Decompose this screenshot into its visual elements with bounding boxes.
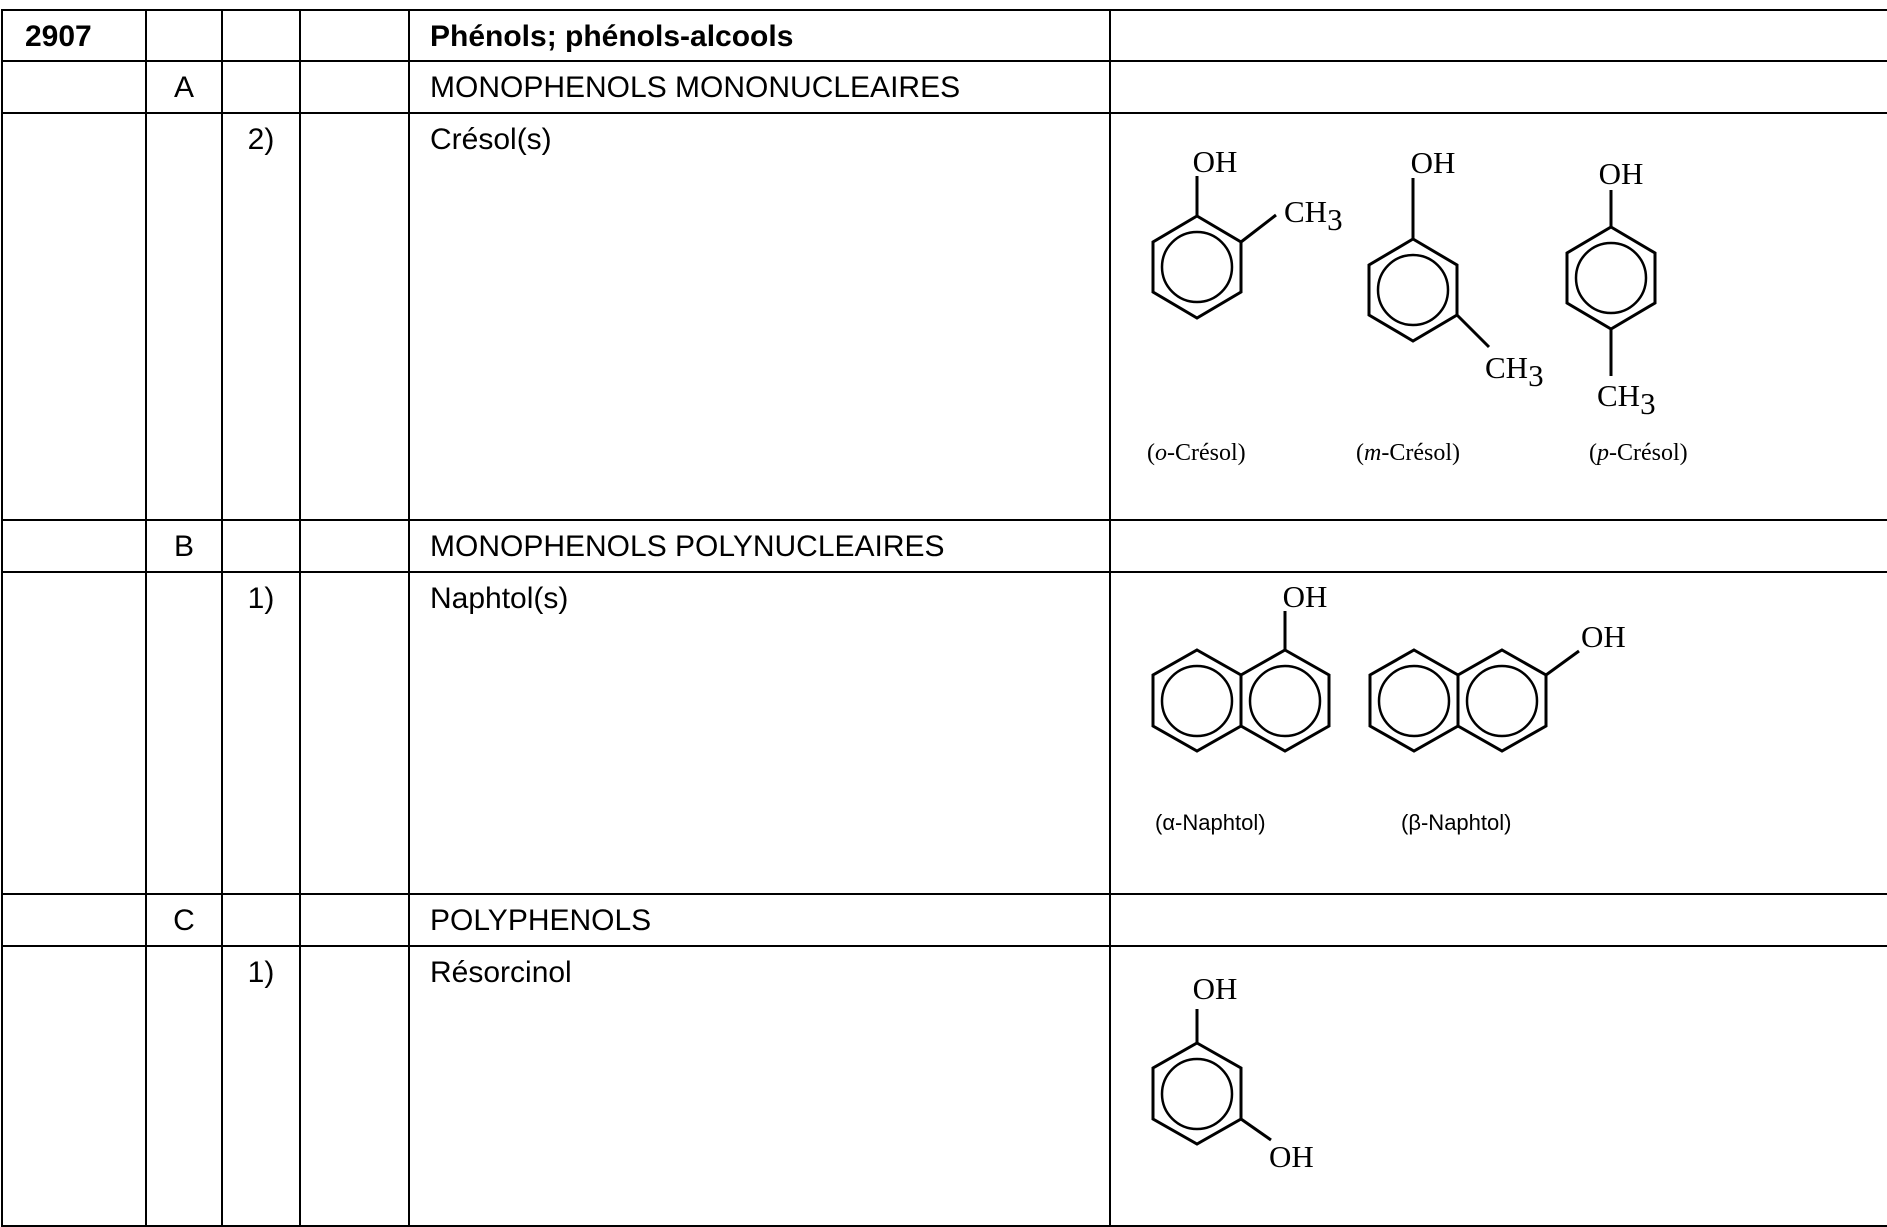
heading-row: 2907 Phénols; phénols-alcools <box>1 9 1887 62</box>
oh-label-top: OH <box>1193 971 1238 1006</box>
alpha-naphtol-structure: OH (α-Naphtol) <box>1151 579 1331 835</box>
p-cresol-caption: (p-Crésol) <box>1589 440 1688 466</box>
heading-code: 2907 <box>1 9 147 62</box>
section-letter: C <box>145 893 223 947</box>
naphtol-structures: OH (α-Naphtol) OH (β-Naphtol) <box>1109 571 1887 895</box>
item-row-naphtols: 1) Naphtol(s) OH (α-Naphtol) <box>1 571 1887 895</box>
m-cresol-caption: (m-Crésol) <box>1356 440 1460 466</box>
section-title: POLYPHENOLS <box>408 893 1111 947</box>
item-name: Crésol(s) <box>408 112 1111 521</box>
section-letter: B <box>145 519 223 573</box>
beta-naphtol-caption: (β-Naphtol) <box>1401 810 1511 835</box>
item-name: Résorcinol <box>408 945 1111 1227</box>
naphthalene-ring-right <box>1239 648 1331 753</box>
resorcinol-structure-svg: OH OH <box>1151 971 1314 1174</box>
item-number: 1) <box>221 945 301 1227</box>
ch-label: CH3 <box>1597 378 1656 421</box>
oh-label: OH <box>1411 145 1456 180</box>
heading-title: Phénols; phénols-alcools <box>408 9 1111 62</box>
benzene-ring <box>1151 214 1243 320</box>
oh-label: OH <box>1193 144 1238 179</box>
section-letter: A <box>145 60 223 114</box>
ch-label: CH3 <box>1485 350 1544 393</box>
cresol-structures: OH CH3 (o-Crésol) OH CH3 (m-Crésol) <box>1109 112 1887 521</box>
section-row-c: C POLYPHENOLS <box>1 893 1887 947</box>
cresol-structures-svg: OH CH3 (o-Crésol) OH CH3 (m-Crésol) <box>1147 144 1688 466</box>
item-number: 2) <box>221 112 301 521</box>
beta-naphtol-structure: OH (β-Naphtol) <box>1368 619 1626 835</box>
m-cresol-structure: OH CH3 (m-Crésol) <box>1356 145 1544 466</box>
benzene-ring <box>1151 1041 1243 1146</box>
oh-label: OH <box>1599 156 1644 191</box>
section-title: MONOPHENOLS MONONUCLEAIRES <box>408 60 1111 114</box>
oh-label-bottom: OH <box>1269 1139 1314 1174</box>
resorcinol-molecule: OH OH <box>1151 971 1314 1174</box>
section-title: MONOPHENOLS POLYNUCLEAIRES <box>408 519 1111 573</box>
section-row-a: A MONOPHENOLS MONONUCLEAIRES <box>1 60 1887 114</box>
section-row-b: B MONOPHENOLS POLYNUCLEAIRES <box>1 519 1887 573</box>
alpha-naphtol-caption: (α-Naphtol) <box>1155 810 1266 835</box>
o-cresol-caption: (o-Crésol) <box>1147 440 1246 466</box>
benzene-ring <box>1367 237 1459 343</box>
p-cresol-structure: OH CH3 (p-Crésol) <box>1565 156 1688 466</box>
item-number: 1) <box>221 571 301 895</box>
resorcinol-structure: OH OH <box>1109 945 1887 1227</box>
o-cresol-structure: OH CH3 (o-Crésol) <box>1147 144 1343 466</box>
item-row-resorcinol: 1) Résorcinol OH OH <box>1 945 1887 1227</box>
ch-label: CH3 <box>1284 194 1343 237</box>
naphtol-structures-svg: OH (α-Naphtol) OH (β-Naphtol) <box>1151 579 1626 835</box>
item-row-cresols: 2) Crésol(s) OH CH3 (o-Crésol) <box>1 112 1887 521</box>
item-name: Naphtol(s) <box>408 571 1111 895</box>
oh-label: OH <box>1283 579 1328 614</box>
nomenclature-table: 2907 Phénols; phénols-alcools A MONOPHEN… <box>1 9 1887 1227</box>
oh-label: OH <box>1581 619 1626 654</box>
